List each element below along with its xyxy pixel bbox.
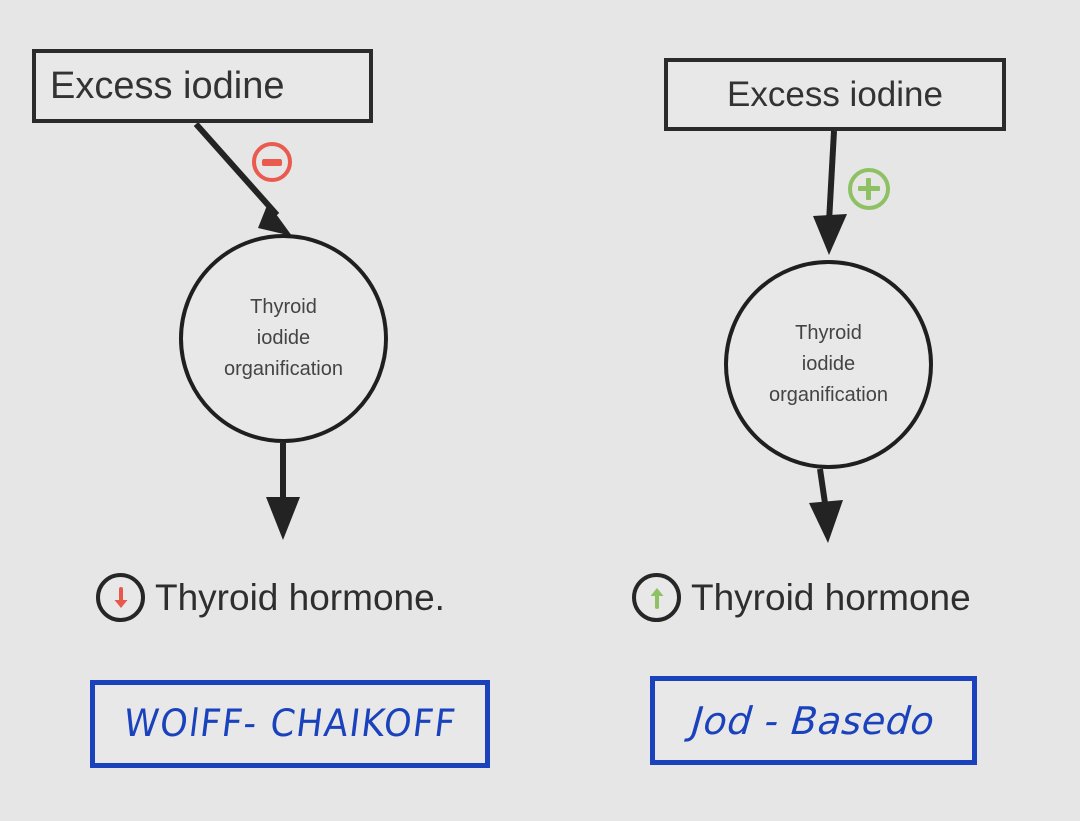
thyroid-organification-circle-left: Thyroid iodide organification <box>179 234 388 443</box>
process-line-2-right: iodide <box>801 353 856 375</box>
excess-iodine-label-left: Excess iodine <box>50 64 285 107</box>
thyroid-organification-label-right: Thyroid iodide organification <box>755 318 902 411</box>
arrow-left-circle-to-hormone <box>266 443 300 540</box>
thyroid-organification-circle-right: Thyroid iodide organification <box>724 260 933 469</box>
thyroid-hormone-row-right: Thyroid hormone <box>632 573 971 622</box>
arrow-right-circle-to-hormone <box>809 468 843 543</box>
arrow-right-box-to-circle <box>813 130 847 255</box>
process-line-1-right: Thyroid <box>795 322 862 344</box>
plus-glyph <box>858 178 880 200</box>
plus-circle-icon <box>848 168 890 210</box>
process-line-3-right: organification <box>769 384 888 406</box>
eponym-label-jod-basedow: Jod - Basedo <box>690 698 937 743</box>
process-line-2-left: iodide <box>256 327 311 349</box>
excess-iodine-box-right: Excess iodine <box>664 58 1006 131</box>
excess-iodine-label-right: Excess iodine <box>727 74 943 114</box>
thyroid-organification-label-left: Thyroid iodide organification <box>210 292 357 385</box>
process-line-3-left: organification <box>224 358 343 380</box>
thyroid-hormone-label-right: Thyroid hormone <box>691 576 971 618</box>
excess-iodine-box-left: Excess iodine <box>32 49 373 123</box>
minus-glyph <box>262 158 282 166</box>
eponym-box-jod-basedow: Jod - Basedo <box>650 676 977 765</box>
eponym-label-wolff-chaikoff: WOlFF- CHAIKOFF <box>121 702 459 746</box>
arrow-up-circle-icon <box>632 573 681 622</box>
process-line-1-left: Thyroid <box>250 296 317 318</box>
arrow-down-circle-icon <box>96 573 145 622</box>
arrow-up-glyph <box>650 587 663 609</box>
minus-circle-icon <box>252 142 292 182</box>
thyroid-hormone-row-left: Thyroid hormone. <box>96 573 445 622</box>
arrow-down-glyph <box>114 586 127 608</box>
eponym-box-wolff-chaikoff: WOlFF- CHAIKOFF <box>90 680 490 768</box>
thyroid-hormone-label-left: Thyroid hormone. <box>155 576 445 618</box>
